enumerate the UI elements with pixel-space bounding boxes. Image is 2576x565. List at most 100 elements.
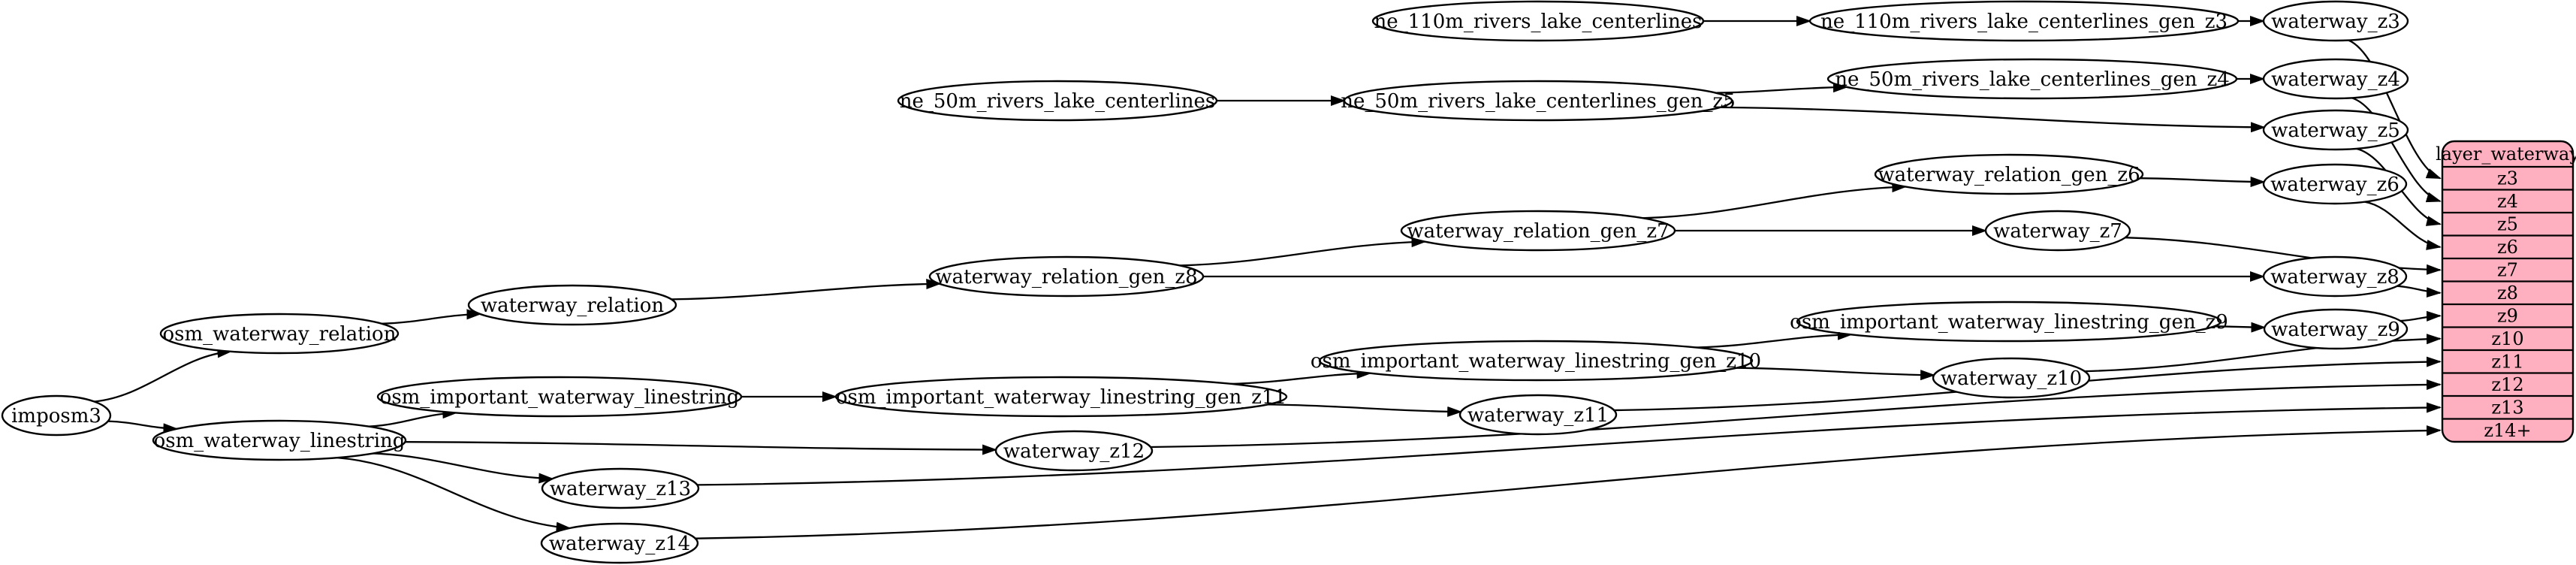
node-waterway_z5: waterway_z5 [2262, 109, 2409, 151]
node-ne_50m_rivers_lake_centerlines_gen_z5: ne_50m_rivers_lake_centerlines_gen_z5 [1341, 80, 1736, 122]
node-ellipse-osm_important_waterway_linestring_gen_z9 [1796, 301, 2222, 343]
node-ellipse-osm_waterway_linestring [152, 419, 407, 461]
node-waterway_z9: waterway_z9 [2263, 308, 2409, 350]
node-ellipse-ne_50m_rivers_lake_centerlines_gen_z5 [1343, 80, 1733, 122]
record-row-z11: z11 [2491, 351, 2523, 372]
node-ellipse-ne_50m_rivers_lake_centerlines_gen_z4 [1826, 58, 2238, 100]
node-label-osm_waterway_linestring: osm_waterway_linestring [154, 430, 406, 452]
node-ellipse-waterway_z8 [2262, 255, 2408, 298]
node-label-waterway_z5: waterway_z5 [2271, 119, 2400, 142]
node-waterway_z10: waterway_z10 [1932, 357, 2091, 399]
edge-waterway_relation_gen_z8-to-waterway_relation_gen_z7 [1179, 237, 1427, 267]
node-label-osm_important_waterway_linestring: osm_important_waterway_linestring [380, 386, 740, 409]
edge-waterway_relation_gen_z6-to-waterway_z6 [2140, 177, 2266, 188]
node-ellipse-osm_important_waterway_linestring_gen_z10 [1318, 340, 1754, 382]
node-waterway_z13: waterway_z13 [541, 467, 700, 509]
node-ellipse-waterway_relation [467, 284, 677, 326]
edge-waterway_z8-to-row-z8 [2397, 285, 2442, 298]
edge-osm_important_waterway_linestring_gen_z11-to-osm_important_waterway_linestring_gen_z10 [1230, 368, 1372, 385]
node-ellipse-waterway_z4 [2262, 58, 2409, 100]
record-row-z9: z9 [2497, 305, 2518, 326]
edge-waterway_z4-to-row-z4 [2351, 97, 2442, 203]
node-osm_waterway_relation: osm_waterway_relation [159, 313, 400, 355]
record-row-z4: z4 [2497, 191, 2518, 212]
node-ellipse-osm_important_waterway_linestring [376, 376, 743, 418]
node-label-waterway_z3: waterway_z3 [2271, 11, 2400, 33]
node-ellipse-waterway_z9 [2263, 308, 2409, 350]
node-waterway_relation_gen_z8: waterway_relation_gen_z8 [928, 255, 1205, 298]
node-ellipse-imposm3 [1, 394, 112, 437]
edge-osm_waterway_linestring-to-osm_important_waterway_linestring [368, 408, 458, 428]
node-label-waterway_relation_gen_z6: waterway_relation_gen_z6 [1878, 164, 2140, 186]
node-label-osm_waterway_relation: osm_waterway_relation [163, 323, 397, 346]
edge-waterway_relation-to-waterway_relation_gen_z8 [671, 278, 942, 301]
node-label-imposm3: imposm3 [11, 405, 101, 428]
record-row-z7: z7 [2497, 259, 2518, 280]
node-ne_50m_rivers_lake_centerlines: ne_50m_rivers_lake_centerlines [897, 80, 1218, 122]
record-row-z13: z13 [2491, 397, 2523, 418]
edge-waterway_z13-to-row-z13 [697, 402, 2442, 486]
node-label-osm_important_waterway_linestring_gen_z11: osm_important_waterway_linestring_gen_z1… [836, 386, 1286, 409]
node-waterway_relation: waterway_relation [467, 284, 677, 326]
node-ne_110m_rivers_lake_centerlines_gen_z3: ne_110m_rivers_lake_centerlines_gen_z3 [1808, 0, 2240, 42]
record-row-z10: z10 [2491, 328, 2523, 349]
node-label-waterway_z9: waterway_z9 [2271, 319, 2400, 341]
node-ellipse-waterway_z14 [540, 522, 699, 564]
edge-waterway_z14-to-row-z14+ [695, 425, 2442, 539]
node-waterway_z14: waterway_z14 [540, 522, 699, 564]
edge-osm_important_waterway_linestring_gen_z10-to-waterway_z10 [1736, 367, 1936, 381]
edge-osm_important_waterway_linestring_gen_z9-to-waterway_z9 [2214, 322, 2267, 333]
node-waterway_relation_gen_z6: waterway_relation_gen_z6 [1874, 153, 2144, 195]
node-ellipse-waterway_z10 [1932, 357, 2091, 399]
node-ellipse-ne_110m_rivers_lake_centerlines [1371, 0, 1705, 42]
node-ne_50m_rivers_lake_centerlines_gen_z4: ne_50m_rivers_lake_centerlines_gen_z4 [1826, 58, 2238, 100]
edge-layer [94, 16, 2442, 539]
node-label-waterway_z6: waterway_z6 [2270, 174, 2400, 196]
node-ellipse-waterway_z6 [2262, 163, 2408, 205]
edge-imposm3-to-osm_waterway_linestring [107, 420, 179, 434]
node-osm_important_waterway_linestring_gen_z11: osm_important_waterway_linestring_gen_z1… [834, 376, 1288, 418]
edge-osm_waterway_linestring-to-waterway_z13 [373, 452, 554, 484]
node-waterway_z11: waterway_z11 [1458, 394, 1618, 436]
edge-waterway_z6-to-row-z6 [2364, 201, 2442, 250]
node-ellipse-waterway_relation_gen_z6 [1874, 153, 2144, 195]
record-outline [2441, 140, 2574, 443]
node-ellipse-osm_waterway_relation [159, 313, 400, 355]
node-label-osm_important_waterway_linestring_gen_z9: osm_important_waterway_linestring_gen_z9 [1790, 311, 2228, 334]
node-osm_waterway_linestring: osm_waterway_linestring [152, 419, 407, 461]
edge-ne_50m_rivers_lake_centerlines_gen_z5-to-waterway_z5 [1720, 106, 2266, 133]
edge-ne_50m_rivers_lake_centerlines_gen_z5-to-ne_50m_rivers_lake_centerlines_gen_z4 [1715, 82, 1848, 94]
node-label-waterway_z4: waterway_z4 [2271, 68, 2400, 91]
record-row-z14+: z14+ [2484, 420, 2531, 441]
record-row-z3: z3 [2497, 168, 2518, 189]
node-ellipse-waterway_z13 [541, 467, 700, 509]
node-osm_important_waterway_linestring_gen_z9: osm_important_waterway_linestring_gen_z9 [1790, 301, 2228, 343]
node-label-waterway_relation_gen_z7: waterway_relation_gen_z7 [1407, 220, 1669, 243]
record-row-z6: z6 [2497, 237, 2518, 258]
node-label-ne_110m_rivers_lake_centerlines: ne_110m_rivers_lake_centerlines [1374, 11, 1702, 33]
node-ellipse-waterway_relation_gen_z8 [928, 255, 1205, 298]
node-label-osm_important_waterway_linestring_gen_z10: osm_important_waterway_linestring_gen_z1… [1311, 350, 1761, 373]
edge-osm_important_waterway_linestring_gen_z10-to-osm_important_waterway_linestring_gen_z9 [1695, 329, 1853, 349]
node-label-ne_50m_rivers_lake_centerlines_gen_z4: ne_50m_rivers_lake_centerlines_gen_z4 [1835, 68, 2230, 91]
node-ne_110m_rivers_lake_centerlines: ne_110m_rivers_lake_centerlines [1371, 0, 1705, 42]
node-waterway_z3: waterway_z3 [2262, 0, 2409, 42]
node-ellipse-waterway_z5 [2262, 109, 2409, 151]
node-imposm3: imposm3 [1, 394, 112, 437]
edge-waterway_z12-to-row-z12 [1151, 379, 2442, 449]
node-label-waterway_z7: waterway_z7 [1993, 220, 2122, 243]
node-ellipse-waterway_z7 [1984, 210, 2131, 252]
node-waterway_z6: waterway_z6 [2262, 163, 2408, 205]
node-ellipse-waterway_z11 [1458, 394, 1618, 436]
edge-waterway_z9-to-row-z9 [2400, 310, 2442, 322]
node-label-waterway_z10: waterway_z10 [1941, 367, 2082, 390]
edge-osm_waterway_linestring-to-waterway_z12 [405, 441, 998, 455]
node-label-ne_50m_rivers_lake_centerlines: ne_50m_rivers_lake_centerlines [900, 90, 1215, 113]
edge-waterway_relation_gen_z7-to-waterway_relation_gen_z6 [1642, 182, 1908, 219]
node-label-waterway_z14: waterway_z14 [549, 533, 690, 555]
node-osm_important_waterway_linestring_gen_z10: osm_important_waterway_linestring_gen_z1… [1311, 340, 1761, 382]
edge-osm_waterway_relation-to-waterway_relation [381, 309, 482, 325]
edge-osm_important_waterway_linestring_gen_z11-to-waterway_z11 [1267, 403, 1463, 417]
node-waterway_z4: waterway_z4 [2262, 58, 2409, 100]
